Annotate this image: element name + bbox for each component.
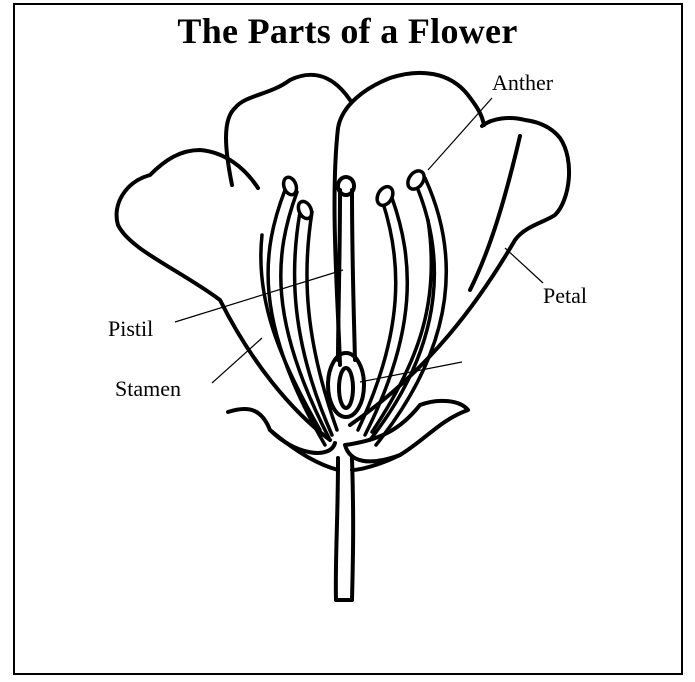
pistil-leader [175, 270, 343, 322]
petal-leader [505, 248, 543, 283]
anther-4 [405, 168, 428, 192]
stamen-filament-3 [358, 198, 407, 435]
stem [336, 458, 353, 600]
stamen-label: Stamen [115, 376, 181, 402]
stamen-filament-4 [370, 178, 446, 445]
pistil-stigma [338, 177, 354, 195]
pistil-label: Pistil [108, 316, 153, 342]
right-sepal [345, 401, 468, 462]
back-left-petal [226, 75, 350, 185]
petal-label: Petal [543, 283, 587, 309]
anther-leader [428, 98, 492, 170]
anther-label: Anther [492, 70, 553, 96]
right-petal [350, 118, 569, 425]
